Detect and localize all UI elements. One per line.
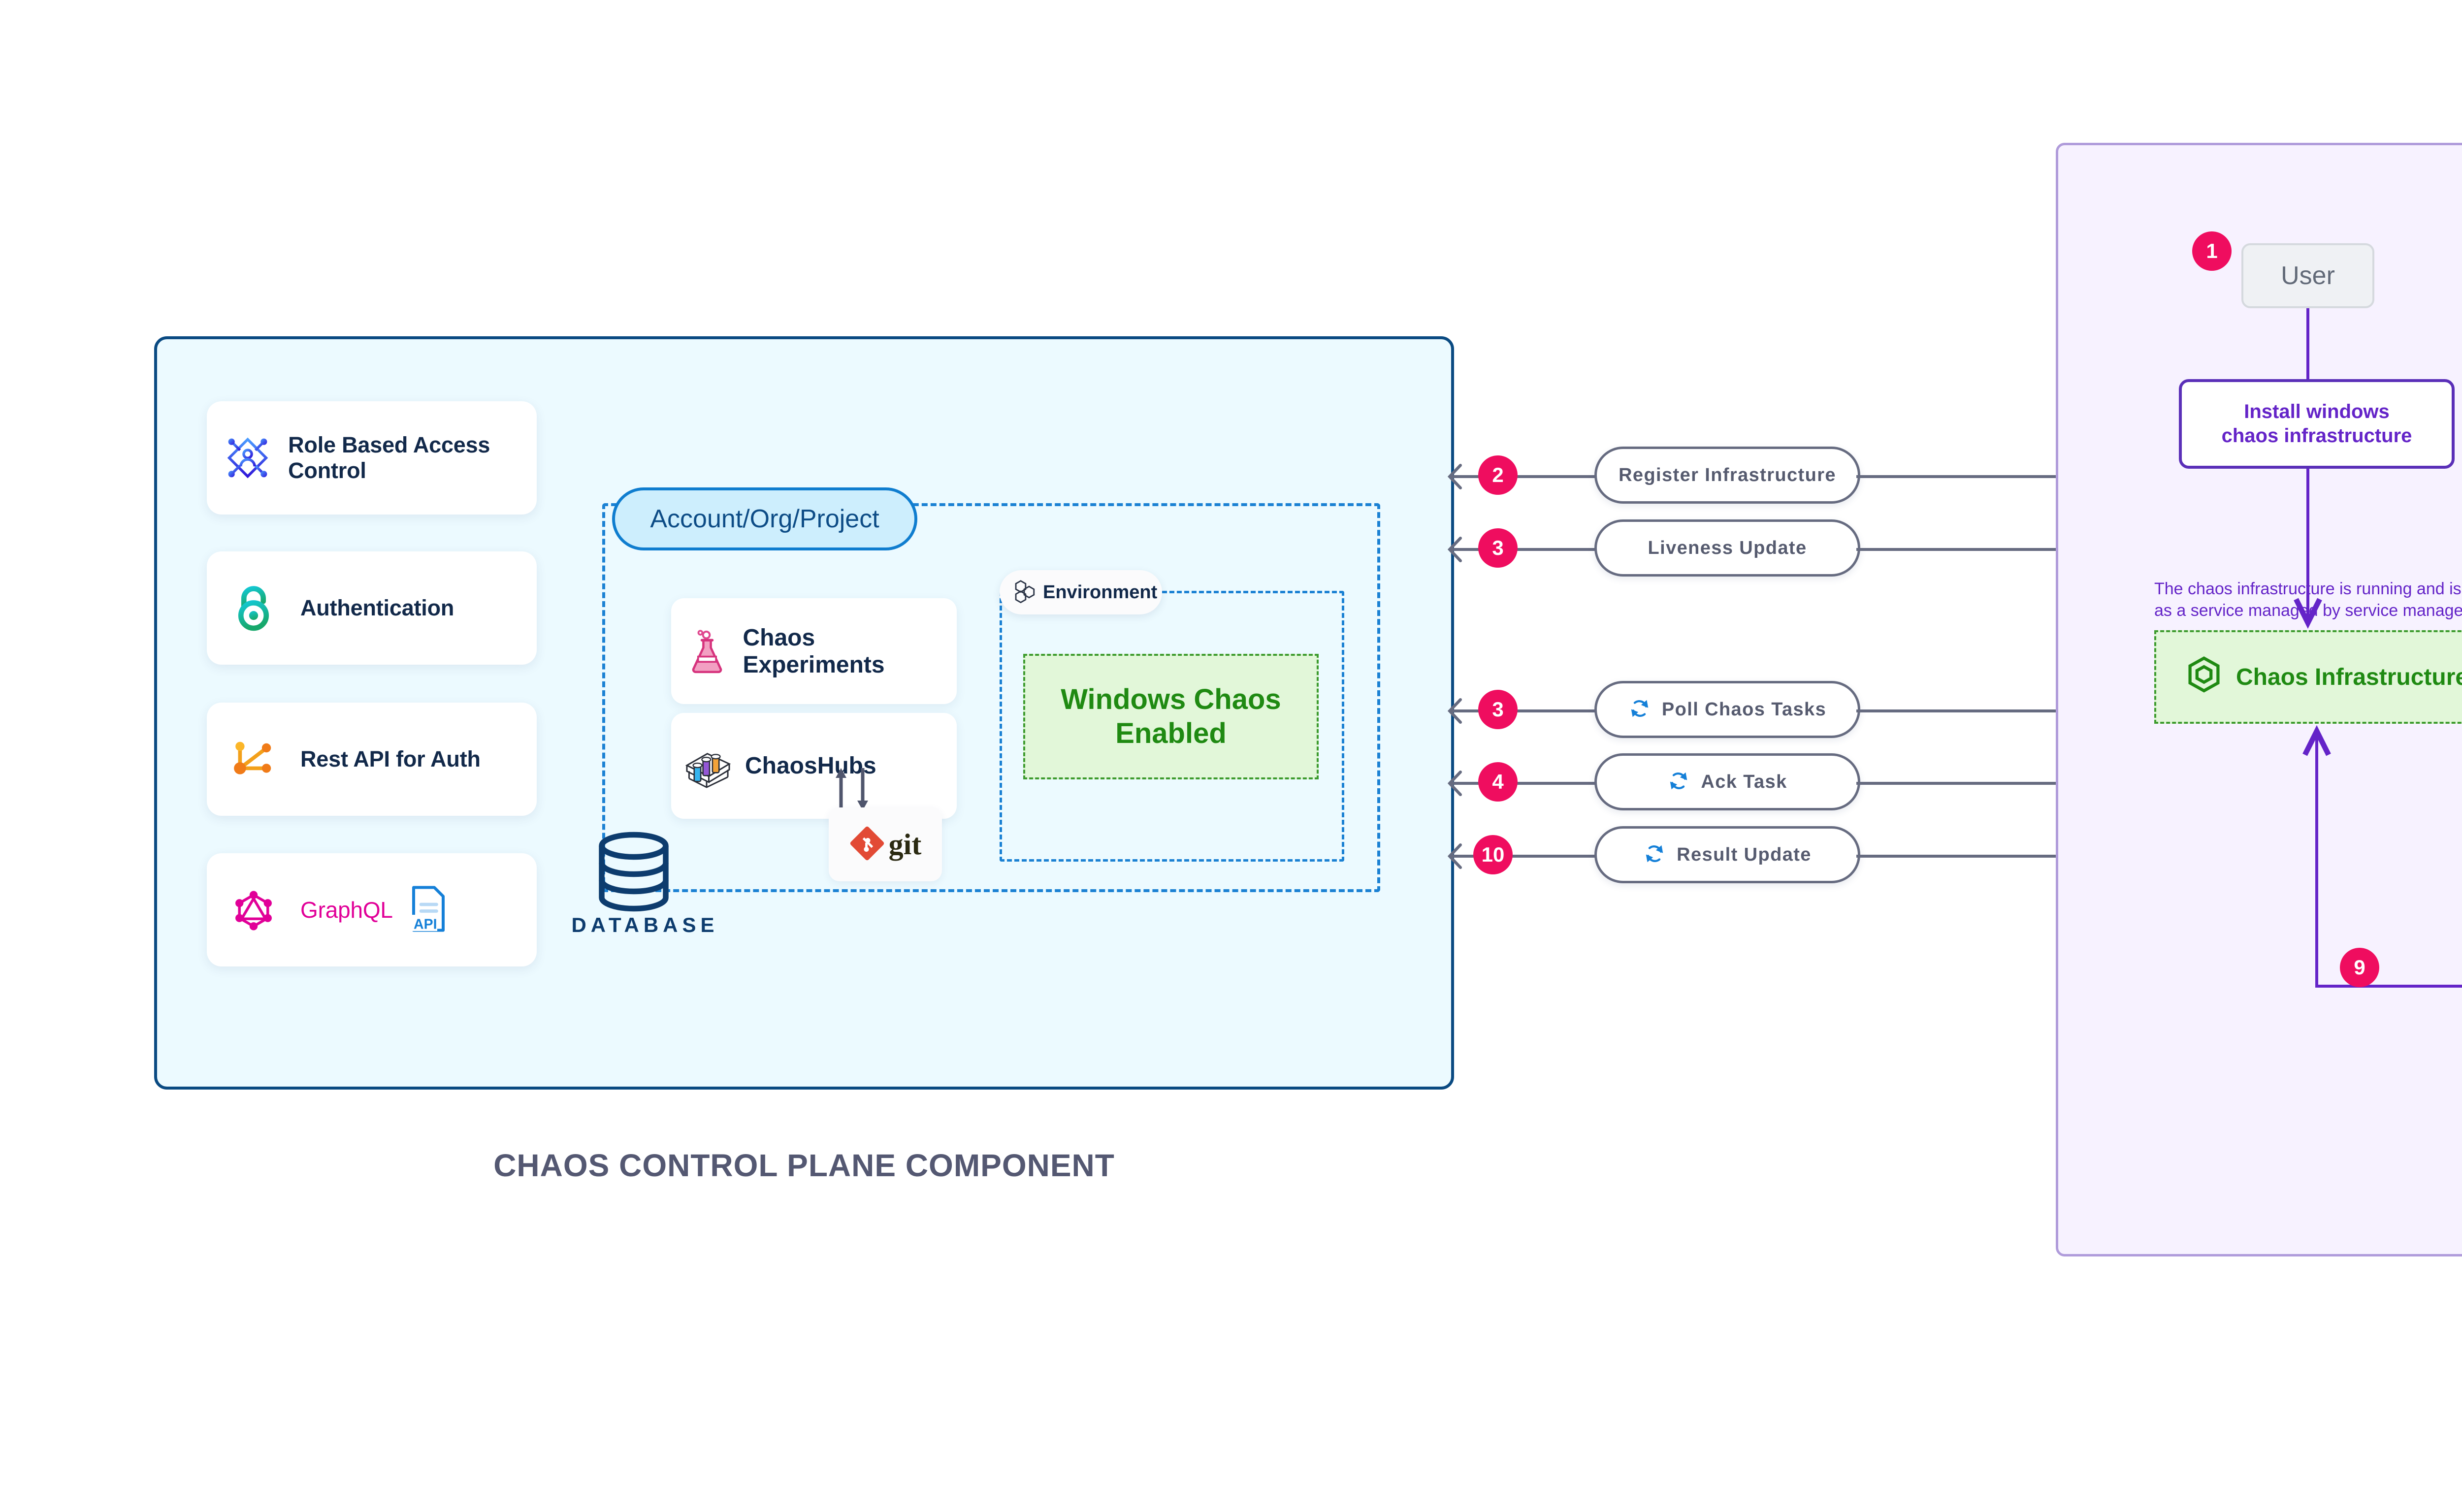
account-org-project-pill[interactable]: Account/Org/Project bbox=[612, 487, 917, 550]
step-badge: 2 bbox=[1478, 455, 1518, 495]
sync-icon bbox=[1628, 697, 1651, 722]
user-label: User bbox=[2281, 261, 2335, 290]
environment-label: Environment bbox=[1043, 581, 1158, 603]
feature-card-graphql[interactable]: GraphQL API bbox=[207, 853, 537, 966]
sync-icon bbox=[1667, 770, 1690, 795]
feature-label: Authentication bbox=[300, 595, 454, 620]
connector-pill[interactable]: Poll Chaos Tasks bbox=[1594, 681, 1860, 738]
chaos-infrastructure-label: Chaos Infrastructure bbox=[2236, 664, 2462, 690]
note-service-manager: The chaos infrastructure is running and … bbox=[2154, 579, 2462, 621]
chaos-infrastructure-box: Chaos Infrastructure bbox=[2154, 630, 2462, 724]
connector-pill[interactable]: Result Update bbox=[1594, 826, 1860, 883]
rest-api-icon bbox=[207, 737, 300, 782]
sync-icon bbox=[1643, 842, 1666, 868]
connector-pill[interactable]: Ack Task bbox=[1594, 753, 1860, 810]
connector-register-infrastructure: 2 Register Infrastructure bbox=[1447, 447, 2088, 506]
account-org-project-region bbox=[602, 503, 1380, 892]
flask-icon bbox=[671, 628, 743, 675]
connector-result-update: 10 Result Update bbox=[1447, 826, 2088, 885]
test-tube-rack-icon bbox=[671, 743, 745, 789]
step-badge: 4 bbox=[1478, 762, 1518, 802]
connector-label: Result Update bbox=[1677, 844, 1812, 865]
arrow-left-icon bbox=[1447, 698, 1472, 724]
connector-label: Poll Chaos Tasks bbox=[1661, 699, 1827, 720]
feature-card-authentication[interactable]: Authentication bbox=[207, 551, 537, 665]
connector-pill[interactable]: Liveness Update bbox=[1594, 519, 1860, 577]
connector-label: Liveness Update bbox=[1648, 537, 1807, 558]
feature-card-rest-api[interactable]: Rest API for Auth bbox=[207, 703, 537, 816]
execution-plane-title: CHAOS EXECUTION PLANE COMPONENT bbox=[2056, 1319, 2462, 1356]
connector-poll-chaos-tasks: 3 Poll Chaos Tasks bbox=[1447, 681, 2088, 740]
step-badge: 10 bbox=[1473, 835, 1513, 874]
connector-pill[interactable]: Register Infrastructure bbox=[1594, 447, 1860, 504]
arrow-left-icon bbox=[1447, 536, 1472, 563]
windows-chaos-line1: Windows Chaos bbox=[1061, 683, 1281, 716]
lock-icon bbox=[207, 583, 300, 633]
connector-label: Ack Task bbox=[1701, 771, 1787, 792]
git-sync-arrows-icon bbox=[823, 767, 882, 811]
environment-region bbox=[1000, 591, 1344, 862]
chaoshubs-card[interactable]: ChaosHubs bbox=[671, 713, 957, 819]
windows-chaos-line2: Enabled bbox=[1115, 717, 1227, 749]
database-icon bbox=[594, 831, 673, 920]
note-line2: as a service managed by service manager bbox=[2154, 601, 2462, 620]
hexagon-icon bbox=[2186, 656, 2222, 699]
control-plane-title: CHAOS CONTROL PLANE COMPONENT bbox=[493, 1148, 1115, 1183]
account-org-project-label: Account/Org/Project bbox=[650, 505, 879, 533]
arrow-left-icon bbox=[1447, 770, 1472, 797]
hexagons-icon bbox=[1012, 579, 1036, 606]
card-label: Chaos Experiments bbox=[743, 624, 885, 678]
connector-label: Register Infrastructure bbox=[1619, 464, 1836, 485]
step-badge-user: 1 bbox=[2192, 231, 2232, 271]
git-icon bbox=[849, 826, 885, 864]
connector-liveness-update: 3 Liveness Update bbox=[1447, 519, 2088, 579]
database-label: DATABASE bbox=[571, 913, 719, 936]
api-doc-icon: API bbox=[410, 885, 447, 935]
arrow-left-icon bbox=[1447, 843, 1472, 869]
step-badge: 3 bbox=[1478, 690, 1518, 729]
step-badge: 3 bbox=[1478, 528, 1518, 568]
install-line1: Install windows bbox=[2244, 401, 2390, 423]
rbac-icon bbox=[207, 433, 288, 483]
feature-label: Role Based Access Control bbox=[288, 432, 490, 483]
card-label: ChaosHubs bbox=[745, 753, 876, 779]
windows-chaos-enabled-box: Windows Chaos Enabled bbox=[1023, 654, 1319, 779]
install-line2: chaos infrastructure bbox=[2221, 425, 2412, 447]
git-card[interactable]: git bbox=[829, 807, 942, 881]
step-badge-generate: 9 bbox=[2340, 948, 2379, 987]
arrow-left-icon bbox=[1447, 463, 1472, 490]
note-line1: The chaos infrastructure is running and … bbox=[2154, 579, 2462, 598]
environment-pill[interactable]: Environment bbox=[1000, 570, 1162, 614]
install-windows-chaos-infrastructure-box: Install windows chaos infrastructure bbox=[2179, 379, 2455, 469]
connector-ack-task: 4 Ack Task bbox=[1447, 753, 2088, 812]
git-label: git bbox=[888, 828, 922, 861]
svg-text:API: API bbox=[414, 916, 437, 932]
feature-label: GraphQL bbox=[300, 897, 393, 923]
graphql-icon bbox=[207, 885, 300, 934]
feature-card-rbac[interactable]: Role Based Access Control bbox=[207, 401, 537, 515]
chaos-experiments-card[interactable]: Chaos Experiments bbox=[671, 598, 957, 704]
feature-label: Rest API for Auth bbox=[300, 746, 481, 772]
user-box: User bbox=[2241, 243, 2374, 308]
